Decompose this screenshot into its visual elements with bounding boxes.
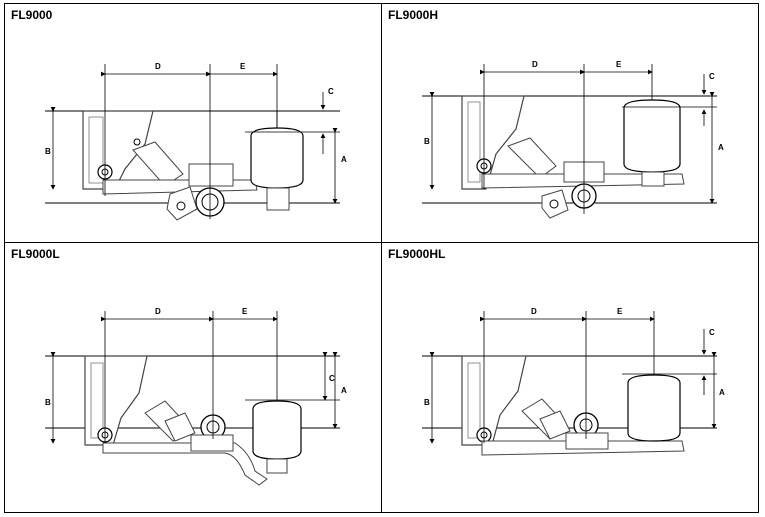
axle-seat bbox=[188, 163, 234, 187]
label-d: D bbox=[532, 60, 538, 69]
panel-fl9000: FL9000 bbox=[5, 4, 381, 242]
label-b: B bbox=[424, 398, 430, 407]
label-e: E bbox=[242, 307, 248, 316]
grid-divider-horizontal bbox=[5, 242, 758, 243]
air-spring-piston bbox=[266, 187, 290, 211]
label-b: B bbox=[45, 398, 51, 407]
suspension-diagram: D E B A C bbox=[422, 60, 724, 219]
panel-title: FL9000H bbox=[388, 8, 439, 22]
axle-seat bbox=[190, 434, 234, 452]
shock-absorber bbox=[132, 141, 184, 187]
label-d: D bbox=[155, 62, 161, 71]
label-b: B bbox=[45, 147, 51, 156]
label-a: A bbox=[718, 143, 724, 152]
panel-fl9000h: FL9000H D E bbox=[382, 4, 758, 242]
suspension-diagram: D E B A C bbox=[45, 307, 347, 486]
brake-chamber bbox=[539, 410, 571, 440]
label-d: D bbox=[155, 307, 161, 316]
grid-divider-vertical bbox=[381, 4, 382, 512]
panel-title: FL9000HL bbox=[388, 247, 446, 261]
label-c: C bbox=[709, 328, 715, 337]
panel-title: FL9000 bbox=[11, 8, 53, 22]
hanger-bracket bbox=[461, 355, 527, 446]
label-a: A bbox=[719, 388, 725, 397]
panel-title: FL9000L bbox=[11, 247, 60, 261]
panel-fl9000l: FL9000L D E bbox=[5, 243, 381, 486]
air-spring bbox=[252, 400, 302, 460]
label-c: C bbox=[328, 87, 334, 96]
brake-chamber bbox=[164, 412, 196, 442]
shock-absorber bbox=[507, 137, 557, 179]
label-e: E bbox=[240, 62, 246, 71]
panel-fl9000hl: FL9000HL D E bbox=[382, 243, 758, 481]
air-spring-piston bbox=[641, 171, 665, 187]
label-a: A bbox=[341, 386, 347, 395]
label-e: E bbox=[617, 307, 623, 316]
label-a: A bbox=[341, 155, 347, 164]
label-b: B bbox=[424, 137, 430, 146]
label-c: C bbox=[709, 72, 715, 81]
air-spring bbox=[627, 374, 681, 442]
suspension-diagram: D E B A C bbox=[45, 62, 347, 221]
label-e: E bbox=[616, 60, 622, 69]
air-spring bbox=[250, 127, 304, 189]
axle-seat bbox=[565, 432, 609, 450]
diagram-grid: FL9000 bbox=[4, 3, 759, 513]
hanger-bracket bbox=[84, 355, 148, 446]
trailing-arm bbox=[102, 442, 268, 486]
air-spring bbox=[623, 99, 681, 173]
air-spring-piston bbox=[266, 458, 288, 474]
suspension-diagram: D E B A C bbox=[422, 307, 725, 456]
label-d: D bbox=[531, 307, 537, 316]
label-c: C bbox=[329, 374, 335, 383]
